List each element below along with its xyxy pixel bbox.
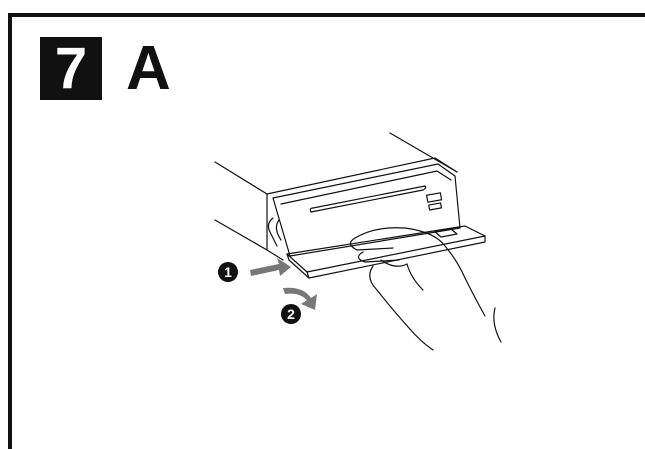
arrow-right-icon xyxy=(250,258,291,276)
faceplate-removal-illustration xyxy=(214,132,502,351)
callout-1: 1 xyxy=(218,262,238,282)
step-number: 7 xyxy=(40,37,102,100)
panel-border-left xyxy=(8,13,12,449)
curved-arrow-icon xyxy=(283,287,317,310)
callout-2: 2 xyxy=(281,304,301,324)
section-letter: A xyxy=(126,33,171,103)
panel-border-top xyxy=(8,13,645,17)
